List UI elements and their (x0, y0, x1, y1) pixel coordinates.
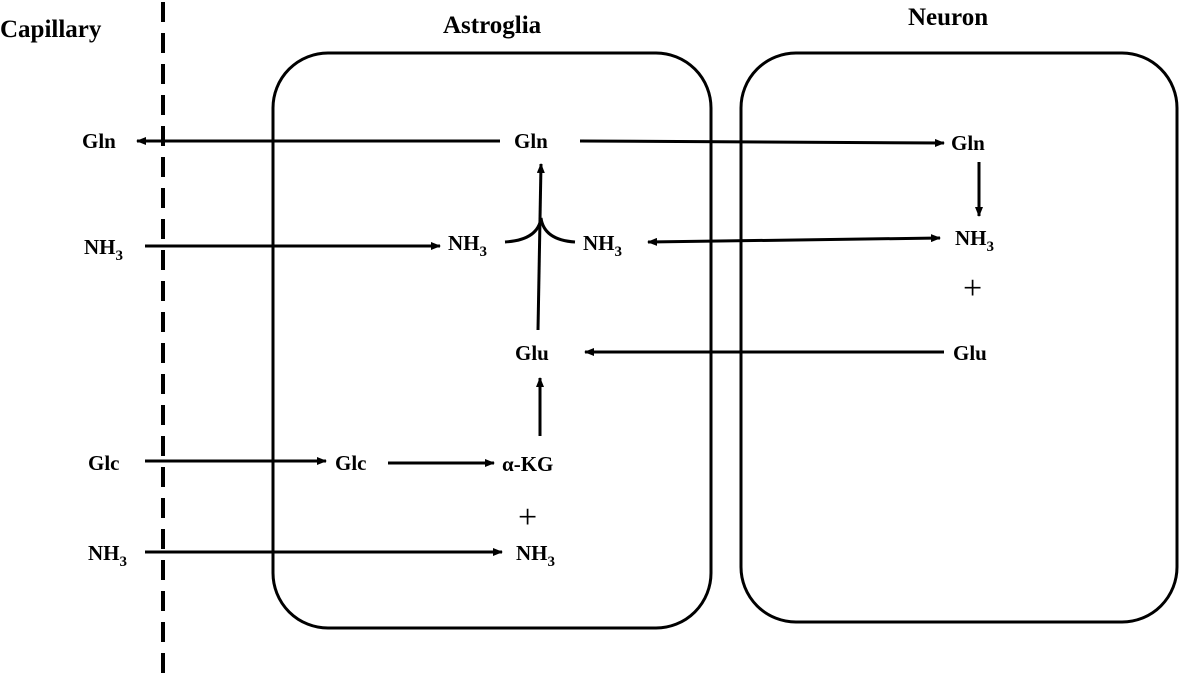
neuron-plus-sign: + (963, 270, 982, 307)
arrow-nh3-astroglia-neuron-exchange (647, 234, 941, 246)
capillary-nh3-top-label: NH3 (84, 235, 123, 264)
astroglia-nh3-left-label: NH3 (448, 231, 487, 260)
astroglia-plus-sign: + (518, 499, 537, 536)
neuron-header: Neuron (908, 4, 988, 31)
capillary-header: Capillary (0, 16, 102, 43)
neuron-nh3-label: NH3 (955, 226, 994, 255)
astroglia-nh3-bottom-label: NH3 (516, 541, 555, 570)
astroglia-nh3-right-label: NH3 (583, 231, 622, 260)
neuron-gln-label: Gln (951, 131, 985, 155)
capillary-glc-label: Glc (88, 451, 120, 475)
arrow-gln-astroglia-to-neuron (579, 138, 945, 147)
astroglia-cell (271, 51, 713, 630)
capillary-gln-label: Gln (82, 129, 116, 153)
neuron-cell (739, 51, 1179, 624)
capillary-nh3-bottom-label: NH3 (88, 541, 127, 570)
astroglia-glc-label: Glc (335, 451, 367, 475)
astroglia-akg-label: α-KG (502, 452, 553, 476)
astroglia-gln-label: Gln (514, 129, 548, 153)
astroglia-glu-label: Glu (515, 341, 549, 365)
neuron-glu-label: Glu (953, 341, 987, 365)
arrow-glu-to-gln (536, 163, 545, 331)
astroglia-header: Astroglia (443, 12, 542, 39)
